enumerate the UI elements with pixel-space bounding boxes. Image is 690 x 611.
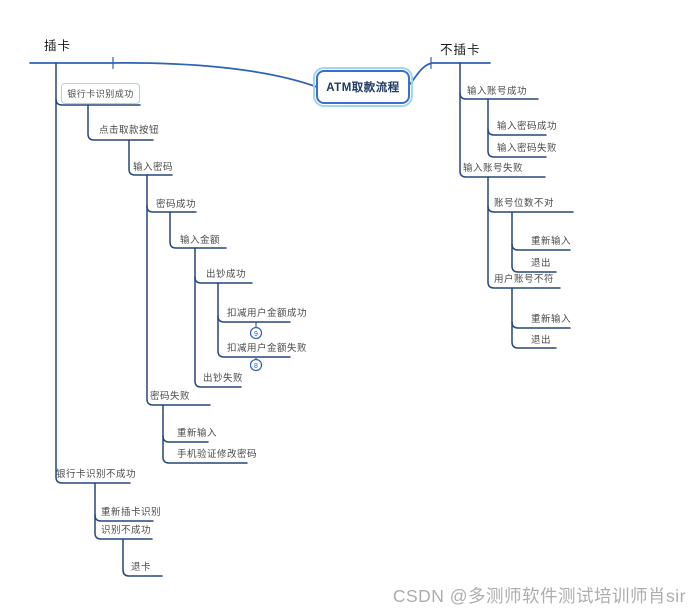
node-mismatch-reenter[interactable]: 重新输入 bbox=[531, 314, 572, 325]
main-branch-edges bbox=[29, 56, 491, 88]
node-account-ok[interactable]: 输入账号成功 bbox=[467, 86, 528, 97]
right-subtree-edges bbox=[459, 62, 574, 349]
branch-no-card[interactable]: 不插卡 bbox=[440, 43, 481, 57]
node-password-ok[interactable]: 密码成功 bbox=[156, 199, 197, 210]
node-dispense-ok[interactable]: 出钞成功 bbox=[206, 269, 247, 280]
collapse-badge-deduct-ok[interactable]: 9 bbox=[249, 321, 263, 340]
node-digits-wrong[interactable]: 账号位数不对 bbox=[494, 198, 555, 209]
node-enter-amount[interactable]: 输入金额 bbox=[180, 235, 221, 246]
node-card-recognize-ok[interactable]: 银行卡识别成功 bbox=[61, 83, 140, 104]
node-reenter-password[interactable]: 重新输入 bbox=[177, 428, 218, 439]
node-account-password-fail[interactable]: 输入密码失败 bbox=[497, 143, 558, 154]
left-subtree-edges bbox=[55, 62, 291, 577]
node-digits-exit[interactable]: 退出 bbox=[531, 258, 552, 269]
node-recognize-fail[interactable]: 识别不成功 bbox=[101, 525, 152, 536]
node-click-withdraw[interactable]: 点击取款按钮 bbox=[99, 125, 160, 136]
collapse-count-label: 8 bbox=[254, 363, 258, 370]
csdn-watermark: CSDN @多测师软件测试培训师肖sir bbox=[392, 586, 686, 606]
node-reinsert-card[interactable]: 重新插卡识别 bbox=[101, 507, 162, 518]
collapse-badge-deduct-fail[interactable]: 8 bbox=[249, 356, 263, 372]
node-account-mismatch[interactable]: 用户账号不符 bbox=[494, 274, 555, 285]
collapse-count-label: 9 bbox=[254, 331, 258, 338]
node-mismatch-exit[interactable]: 退出 bbox=[531, 335, 552, 346]
node-digits-reenter[interactable]: 重新输入 bbox=[531, 236, 572, 247]
node-deduct-ok[interactable]: 扣减用户金额成功 bbox=[227, 308, 308, 319]
root-topic[interactable]: ATM取款流程 bbox=[313, 67, 413, 107]
node-eject-card[interactable]: 退卡 bbox=[131, 562, 152, 573]
node-deduct-fail[interactable]: 扣减用户金额失败 bbox=[227, 343, 308, 354]
branch-insert-card[interactable]: 插卡 bbox=[44, 39, 72, 53]
node-password-fail[interactable]: 密码失败 bbox=[150, 391, 191, 402]
node-account-password-ok[interactable]: 输入密码成功 bbox=[497, 121, 558, 132]
node-account-fail[interactable]: 输入账号失败 bbox=[463, 163, 524, 174]
node-enter-password[interactable]: 输入密码 bbox=[133, 162, 174, 173]
node-card-recognize-fail[interactable]: 银行卡识别不成功 bbox=[56, 469, 137, 480]
node-dispense-fail[interactable]: 出钞失败 bbox=[203, 373, 244, 384]
node-phone-verify[interactable]: 手机验证修改密码 bbox=[177, 449, 258, 460]
